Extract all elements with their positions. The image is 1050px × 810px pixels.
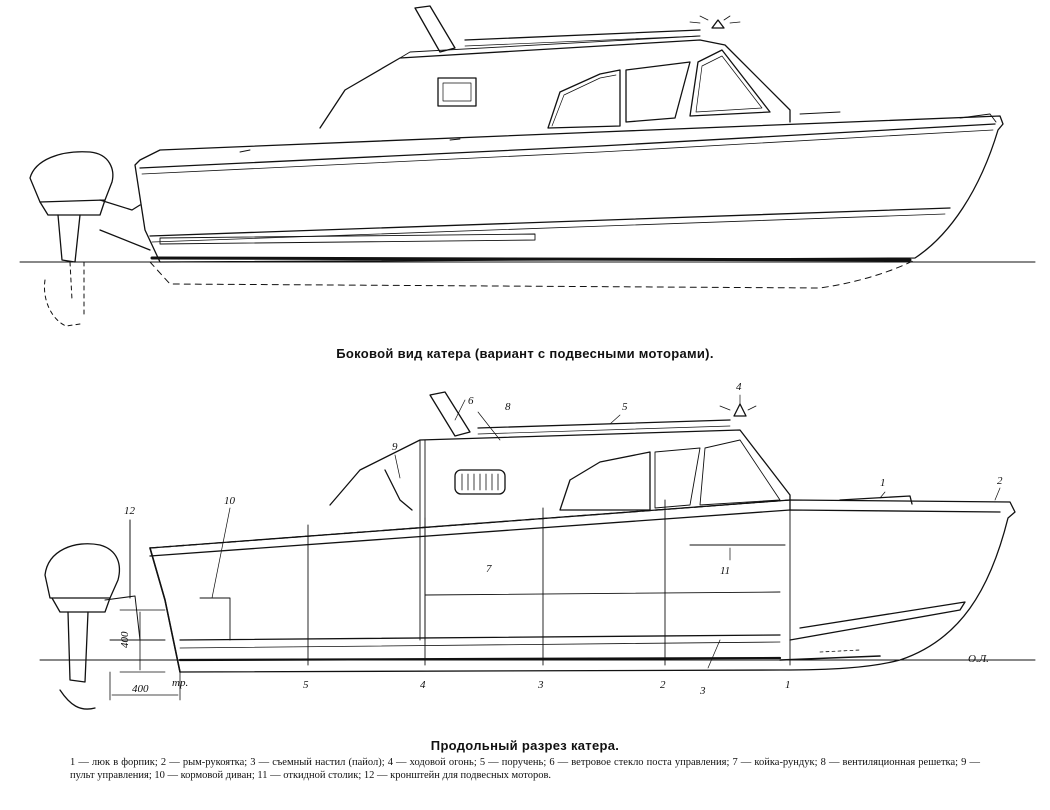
legend-text: 1 — люк в форпик; 2 — рым-рукоятка; 3 — … [70, 757, 980, 781]
side-window-mid [625, 61, 691, 123]
callout-9: 9 [392, 441, 398, 453]
callout-4: 4 [736, 381, 742, 393]
section-outboard-motor [44, 519, 166, 710]
section-cabin [329, 429, 791, 511]
side-keel [150, 256, 912, 262]
callout-3: 3 [699, 685, 706, 697]
station-2: 2 [660, 679, 666, 691]
side-windscreen [689, 49, 771, 117]
side-outboard-motor [29, 151, 151, 327]
section-vent-grille [454, 469, 506, 495]
station-5: 5 [303, 679, 309, 691]
section-caption: Продольный разрез катера. [430, 738, 620, 753]
section-dimensions [109, 609, 181, 701]
dim-waterline: О.Л. [968, 653, 989, 665]
callout-12: 12 [124, 505, 136, 517]
dim-transom: тр. [172, 677, 188, 689]
side-view-drawing [19, 5, 1036, 327]
section-hull-outline [149, 499, 1016, 673]
callout-8: 8 [505, 401, 511, 413]
station-labels: 5 4 3 2 1 [303, 679, 791, 691]
callout-10: 10 [224, 495, 236, 507]
callout-7a: 7 [486, 563, 492, 575]
section-window [559, 451, 651, 511]
callout-labels: 1 2 3 4 5 6 7 8 9 10 11 12 [124, 381, 1003, 697]
station-1: 1 [785, 679, 791, 691]
callout-11: 11 [720, 565, 730, 577]
dim-offset: 400 [132, 683, 149, 695]
side-vent [437, 77, 477, 107]
side-hull-outline [134, 115, 1004, 263]
station-3: 3 [537, 679, 544, 691]
section-drawing [39, 391, 1036, 710]
side-cabin [319, 39, 791, 129]
dimension-labels: 400 400 тр. О.Л. [119, 631, 989, 695]
callout-6: 6 [468, 395, 474, 407]
callout-5: 5 [622, 401, 628, 413]
dim-height: 400 [119, 631, 131, 648]
side-window-rear [547, 69, 621, 129]
callout-2: 2 [997, 475, 1003, 487]
station-4: 4 [420, 679, 426, 691]
side-view-caption: Боковой вид катера (вариант с подвесными… [336, 346, 714, 361]
callout-1: 1 [880, 477, 886, 489]
